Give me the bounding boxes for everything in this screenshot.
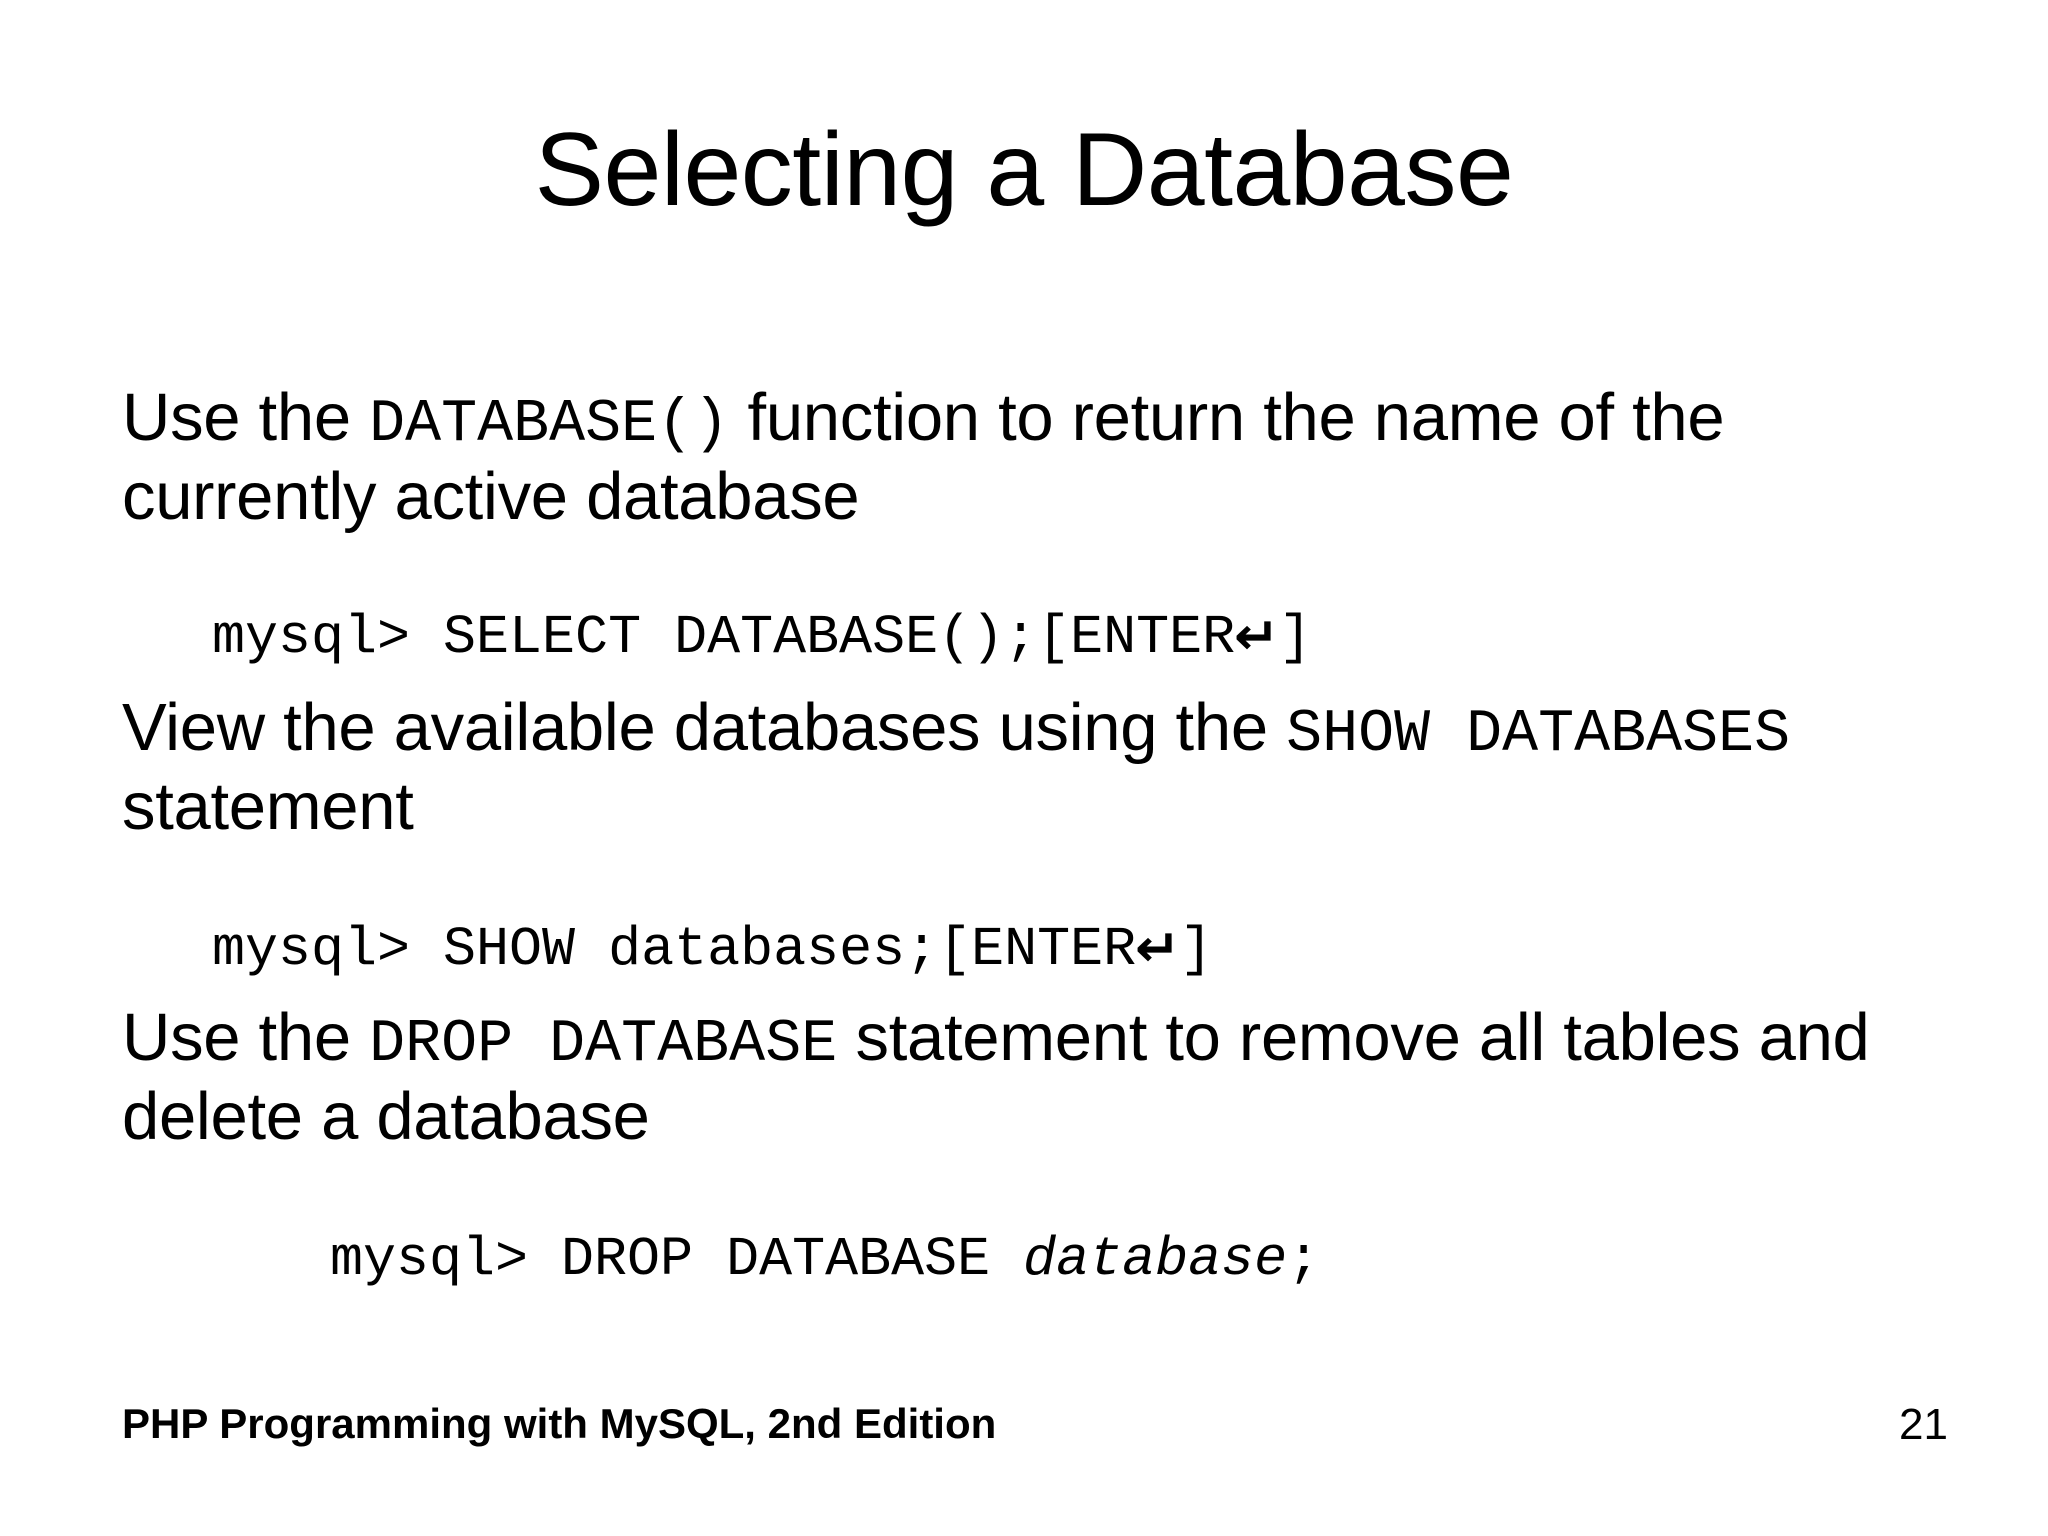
code-line-2-prefix: mysql> SHOW databases;[ENTER <box>212 918 1137 981</box>
paragraph-3-text: Use the DROP DATABASE statement to remov… <box>122 1000 1942 1154</box>
code-line-2-suffix: ] <box>1179 918 1213 981</box>
code-line-2: mysql> SHOW databases;[ENTER↵] <box>212 918 1213 981</box>
paragraph-2-text: View the available databases using the S… <box>122 690 1942 844</box>
code-line-3-prefix: mysql> DROP DATABASE <box>330 1228 1024 1291</box>
paragraph-3-part-1: Use the <box>122 1000 370 1075</box>
code-line-1-text: mysql> SELECT DATABASE();[ENTER↵] <box>212 606 1312 669</box>
bullet-paragraph-1: Use the DATABASE() function to return th… <box>122 380 1942 534</box>
bullet-paragraph-2: View the available databases using the S… <box>122 690 1942 844</box>
code-line-1-prefix: mysql> SELECT DATABASE();[ENTER <box>212 606 1236 669</box>
paragraph-1-part-1: Use the <box>122 380 370 455</box>
paragraph-2-code-show-databases: SHOW DATABASES <box>1286 701 1791 769</box>
code-line-3-suffix: ; <box>1287 1228 1321 1291</box>
code-line-3: mysql> DROP DATABASE database; <box>330 1228 1321 1291</box>
paragraph-3-code-drop-database: DROP DATABASE <box>369 1011 838 1079</box>
code-line-3-text: mysql> DROP DATABASE database; <box>330 1228 1321 1291</box>
bullet-paragraph-3: Use the DROP DATABASE statement to remov… <box>122 1000 1942 1154</box>
paragraph-1-part-2: function to return the name of the curre… <box>122 380 1725 535</box>
paragraph-2-part-2: statement <box>122 769 414 845</box>
code-line-1-suffix: ] <box>1278 606 1312 669</box>
code-line-1: mysql> SELECT DATABASE();[ENTER↵] <box>212 606 1312 669</box>
paragraph-3-part-2: statement to remove all tables and delet… <box>122 1000 1870 1155</box>
footer-page-number: 21 <box>1899 1400 1948 1449</box>
code-line-3-database-placeholder: database <box>1023 1228 1288 1291</box>
paragraph-2-part-1: View the available databases using the <box>122 690 1287 765</box>
paragraph-1-code-database-function: DATABASE() <box>369 391 730 459</box>
code-line-2-text: mysql> SHOW databases;[ENTER↵] <box>212 918 1213 981</box>
footer-source: PHP Programming with MySQL, 2nd Edition <box>122 1400 997 1447</box>
paragraph-1-text: Use the DATABASE() function to return th… <box>122 380 1942 534</box>
page-title: Selecting a Database <box>534 112 1514 228</box>
